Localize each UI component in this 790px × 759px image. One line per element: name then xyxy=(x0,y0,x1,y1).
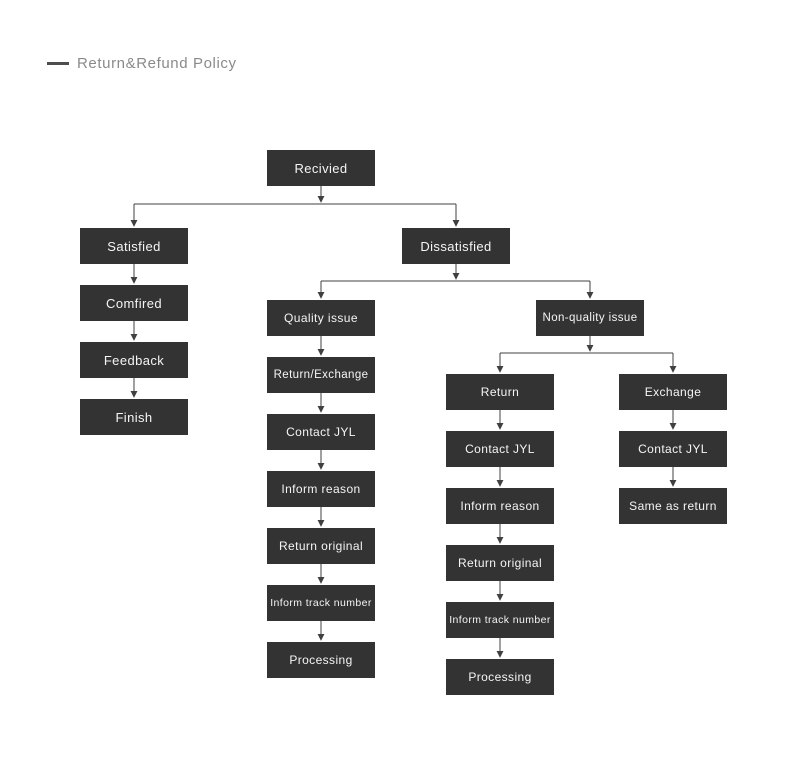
node-processing-return: Processing xyxy=(446,659,554,695)
page-title: Return&Refund Policy xyxy=(77,55,237,72)
node-return-original-return: Return original xyxy=(446,545,554,581)
node-feedback: Feedback xyxy=(80,342,188,378)
node-contact-jyl-return: Contact JYL xyxy=(446,431,554,467)
node-contact-jyl-quality: Contact JYL xyxy=(267,414,375,450)
node-processing-quality: Processing xyxy=(267,642,375,678)
node-inform-reason-return: Inform reason xyxy=(446,488,554,524)
node-non-quality-issue: Non-quality issue xyxy=(536,300,644,336)
flow-edges xyxy=(130,186,677,658)
node-satisfied: Satisfied xyxy=(80,228,188,264)
page-title-row: Return&Refund Policy xyxy=(47,55,237,72)
title-dash-icon xyxy=(47,62,69,65)
node-inform-track-number-quality: Inform track number xyxy=(267,585,375,621)
node-return-exchange: Return/Exchange xyxy=(267,357,375,393)
node-finish: Finish xyxy=(80,399,188,435)
node-return-original-quality: Return original xyxy=(267,528,375,564)
node-quality-issue: Quality issue xyxy=(267,300,375,336)
node-inform-reason-quality: Inform reason xyxy=(267,471,375,507)
node-recivied: Recivied xyxy=(267,150,375,186)
node-return: Return xyxy=(446,374,554,410)
node-exchange: Exchange xyxy=(619,374,727,410)
node-inform-track-number-return: Inform track number xyxy=(446,602,554,638)
node-dissatisfied: Dissatisfied xyxy=(402,228,510,264)
node-same-as-return: Same as return xyxy=(619,488,727,524)
node-contact-jyl-exchange: Contact JYL xyxy=(619,431,727,467)
node-comfired: Comfired xyxy=(80,285,188,321)
